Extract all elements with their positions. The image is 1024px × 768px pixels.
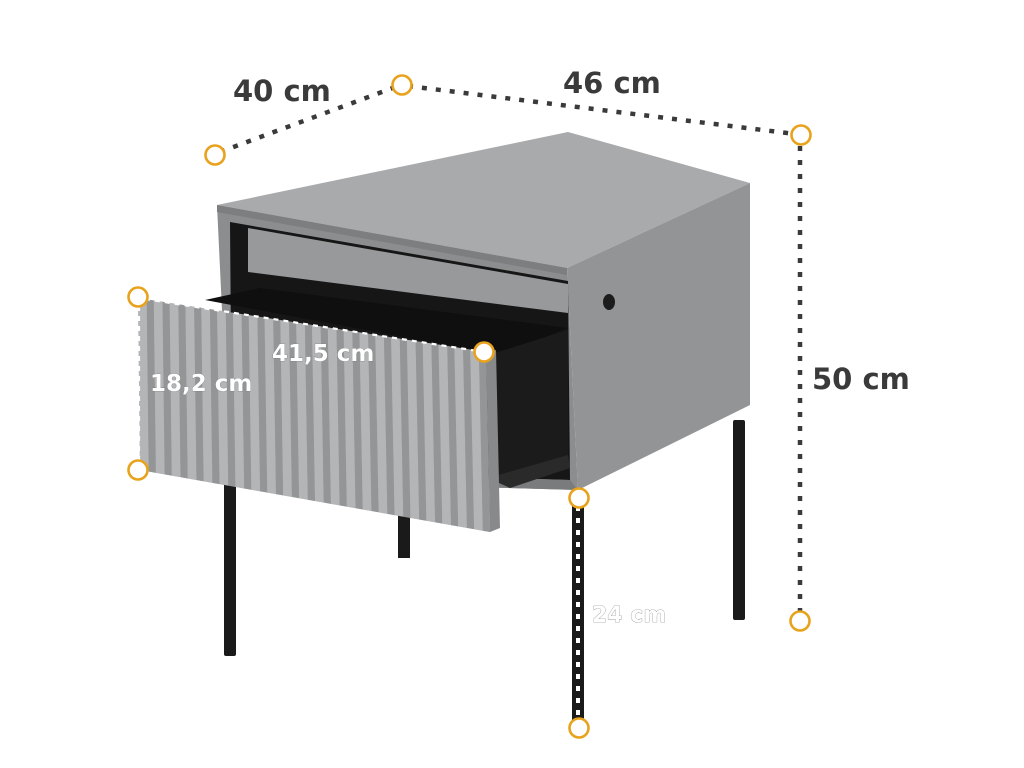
drawer-flute-shadow (336, 328, 347, 507)
drawer-flute (296, 322, 308, 500)
drawer-bottom-left-marker (127, 459, 149, 481)
drawer-flute-shadow (463, 348, 475, 530)
drawer-flute-shadow (478, 350, 490, 532)
drawer-flute (454, 347, 467, 528)
cabinet-top-surface (217, 132, 750, 268)
drawer-front-edge (486, 350, 500, 532)
drawer-box-top (205, 288, 568, 355)
drawer-flute-shadow (146, 299, 156, 473)
drawer-flute (153, 300, 165, 475)
drawer-flute-shadow (383, 336, 395, 516)
drawer-box-side (488, 330, 568, 478)
drawer-flute (232, 312, 245, 489)
drawer-height-label: 18,2 cm (150, 371, 252, 397)
drawer-flute-shadow (273, 318, 284, 496)
drawer-flute-shadow (257, 316, 268, 493)
drawer-flute (312, 325, 324, 503)
drawer-flute-shadow (241, 314, 252, 490)
drawer-flute (248, 315, 261, 492)
drawer-flute (327, 327, 340, 506)
drawer-flute (185, 305, 197, 481)
front-right-leg (572, 490, 584, 728)
drawer-flute-shadow (194, 306, 204, 482)
drawer-flute-shadow (304, 323, 315, 501)
drawer-flute-shadow (209, 309, 220, 485)
cabinet-inner-shelf (248, 228, 568, 313)
width-label: 46 cm (563, 66, 661, 100)
depth-start-marker (204, 144, 226, 166)
drawer-flute (169, 302, 181, 478)
drawer-flute (359, 332, 372, 512)
drawer-flute (470, 349, 483, 531)
drawer-flute-shadow (399, 338, 411, 518)
drawer-top-right-marker (473, 341, 495, 363)
width-dimension-line (407, 83, 796, 137)
leg-height-label: 24 cm (592, 603, 666, 628)
drawer-flute-shadow (368, 333, 379, 513)
drawer-flute (138, 298, 149, 472)
drawer-flute-shadow (178, 304, 188, 479)
drawer-flute (422, 342, 436, 523)
drawer-flute (375, 334, 388, 514)
front-left-leg (224, 480, 236, 656)
height-end-marker (789, 610, 811, 632)
drawer-flute (217, 310, 229, 486)
drawer-flute-shadow (352, 331, 363, 510)
cabinet-top-edge (217, 205, 567, 275)
drawer-flute-shadow (447, 345, 459, 527)
leg-bottom-marker (568, 717, 590, 739)
drawer-flute-shadow (289, 321, 300, 499)
side-handle-hole (603, 294, 615, 310)
drawer-flute (438, 344, 452, 526)
height-label: 50 cm (812, 362, 910, 396)
depth-dimension-line (219, 83, 399, 155)
back-right-leg (733, 420, 745, 620)
drawer-flute (343, 329, 356, 509)
drawer-box-bottom (488, 455, 570, 488)
drawer-flute (391, 337, 404, 517)
drawer-width-label: 41,5 cm (272, 341, 374, 367)
depth-label: 40 cm (233, 74, 331, 108)
drawer-flute-shadow (320, 326, 331, 504)
drawer-flute (406, 339, 420, 520)
drawer-flute-shadow (225, 311, 236, 487)
leg-top-marker (568, 487, 590, 509)
drawer-flute (264, 317, 277, 495)
drawer-flute-shadow (162, 301, 172, 476)
drawer-front-flutes (138, 298, 490, 532)
back-corner-marker (391, 74, 413, 96)
drawer-flute-shadow (415, 341, 427, 521)
cabinet-right-side (567, 183, 750, 490)
drawer-flute-shadow (431, 343, 443, 524)
drawer-top-left-marker (127, 286, 149, 308)
width-end-marker (790, 124, 812, 146)
drawer-width-dimension-line (144, 297, 479, 353)
drawer-flute (201, 307, 213, 483)
drawer-flute (280, 320, 292, 497)
